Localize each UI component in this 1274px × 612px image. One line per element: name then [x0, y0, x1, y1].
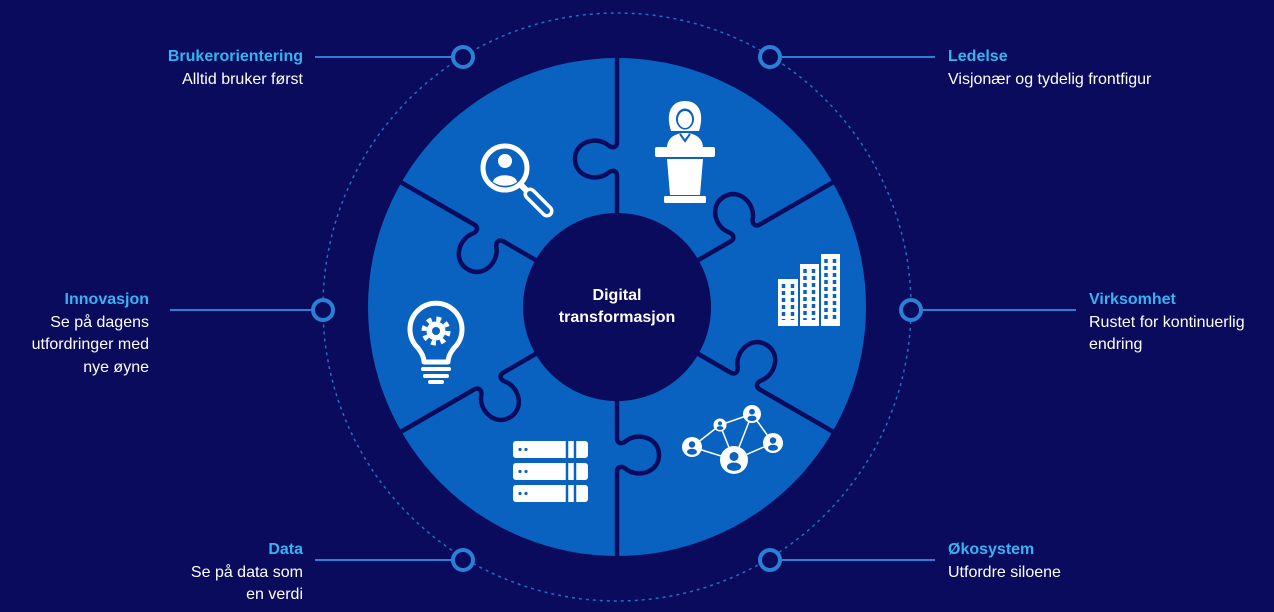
label-description-line: en verdi	[246, 586, 303, 603]
building-middle	[800, 264, 819, 326]
label-title: Innovasjon	[64, 291, 149, 308]
connector-lines	[170, 56, 1076, 561]
server-stack-icon	[513, 441, 588, 502]
center-title-line: transformasjon	[558, 309, 676, 326]
puzzle-divider-upper-right	[692, 176, 841, 265]
puzzle-divider-lower-right	[692, 339, 841, 438]
user-search-icon	[480, 143, 554, 218]
network-node	[682, 437, 702, 457]
marker-ring-brukerorientering	[451, 45, 475, 69]
label-title: Virksomhet	[1089, 291, 1176, 308]
podium-top	[655, 147, 715, 157]
label-description-line: Utfordre siloene	[948, 563, 1061, 581]
server-box	[513, 485, 588, 502]
speaker-podium-icon	[655, 101, 715, 203]
server-led	[518, 491, 522, 496]
server-box	[513, 441, 588, 458]
label-brukerorientering: Brukerorientering Alltid bruker først	[168, 46, 303, 91]
building-windows	[781, 259, 837, 320]
label-title: Økosystem	[948, 541, 1035, 558]
person-body	[716, 426, 724, 431]
server-box	[513, 463, 588, 480]
person-head	[729, 452, 739, 461]
center-circle	[523, 213, 711, 401]
label-description-line: Alltid bruker først	[182, 70, 303, 88]
marker-ring-virksomhet	[899, 298, 923, 322]
puzzle-divider-bottom	[614, 394, 662, 566]
buildings-icon	[778, 254, 840, 326]
puzzle-dividers	[393, 48, 841, 566]
building-left	[778, 279, 798, 326]
label-innovasjon: Innovasjon Se på dagens utfordringer med…	[32, 289, 149, 379]
person-head	[688, 441, 696, 448]
server-unit	[513, 485, 588, 502]
person-body	[747, 415, 757, 421]
person-head	[749, 408, 755, 415]
people-network-icon	[682, 405, 783, 474]
person-body	[768, 444, 778, 451]
speaker-face	[678, 111, 692, 128]
speaker-collar	[679, 133, 691, 143]
server-led	[524, 491, 528, 496]
center-title: Digital transformasjon	[517, 285, 717, 329]
server-led	[524, 469, 528, 474]
server-led	[524, 447, 528, 452]
podium-base	[664, 196, 706, 203]
puzzle-divider-top	[572, 48, 620, 220]
person-body	[727, 462, 741, 471]
network-node	[720, 446, 748, 474]
marker-ring-ledelse	[758, 45, 782, 69]
user-shoulders	[493, 175, 517, 186]
label-description-line: Se på dagens	[50, 313, 149, 331]
server-unit	[513, 441, 588, 458]
server-unit	[513, 463, 588, 480]
label-okosystem: Økosystem Utfordre siloene	[948, 539, 1061, 584]
label-title: Brukerorientering	[167, 48, 303, 65]
person-body	[687, 448, 697, 455]
puzzle-divider-lower-left	[393, 349, 542, 438]
label-description-line: nye øyne	[83, 358, 149, 376]
label-virksomhet: Virksomhet Rustet for kontinuerlig endri…	[1089, 289, 1245, 357]
person-head	[717, 421, 723, 426]
marker-ring-okosystem	[758, 548, 782, 572]
network-node	[713, 418, 727, 432]
label-description-line: Visjonær og tydelig frontfigur	[948, 70, 1152, 88]
label-title: Ledelse	[948, 48, 1008, 65]
podium-stand	[667, 159, 703, 195]
person-head	[769, 437, 777, 444]
marker-rings	[311, 45, 923, 572]
magnifier-lens	[480, 143, 530, 193]
server-led	[518, 447, 522, 452]
bulb-base	[421, 367, 451, 384]
user-head	[498, 154, 512, 168]
label-description-line: endring	[1089, 336, 1143, 353]
label-ledelse: Ledelse Visjonær og tydelig frontfigur	[948, 46, 1151, 91]
lightbulb-gear-icon	[407, 300, 465, 384]
network-node	[763, 433, 783, 453]
center-title-line: Digital	[592, 287, 642, 304]
label-description-line: utfordringer med	[31, 336, 149, 353]
label-data: Data Se på data som en verdi	[191, 539, 303, 607]
puzzle-divider-upper-left	[393, 176, 542, 275]
marker-ring-data	[451, 548, 475, 572]
building-right	[821, 254, 840, 326]
label-title: Data	[268, 541, 303, 558]
gear-hole	[432, 327, 440, 335]
gear-teeth	[421, 316, 451, 346]
label-description-line: Se på data som	[190, 563, 303, 581]
magnifier-handle-inner	[527, 191, 550, 214]
network-node	[743, 405, 761, 423]
marker-ring-innovasjon	[311, 298, 335, 322]
label-description-line: Rustet for kontinuerlig	[1089, 313, 1245, 331]
server-led	[518, 469, 522, 474]
